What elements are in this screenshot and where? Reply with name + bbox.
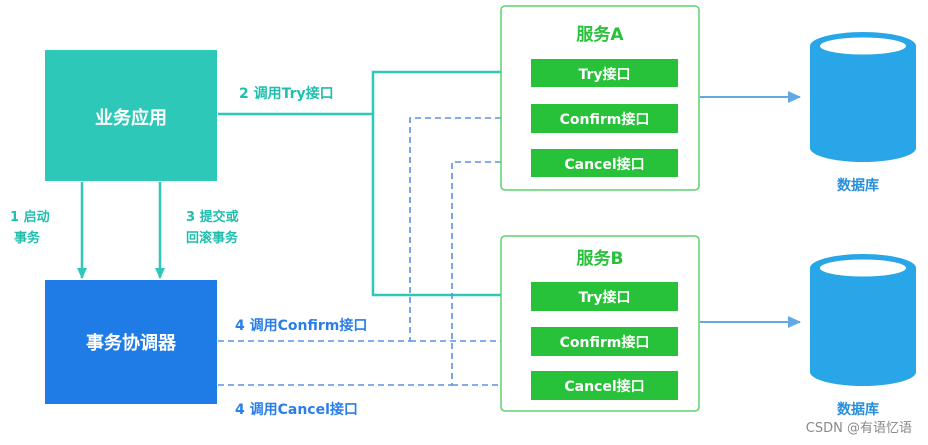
service-b-cancel-label: Cancel接口 (564, 378, 644, 395)
service-a-title: 服务A (576, 24, 624, 45)
service-b-title: 服务B (577, 248, 624, 269)
database-a-label: 数据库 (837, 177, 879, 194)
service-b-confirm-label: Confirm接口 (560, 334, 650, 351)
database-b-label: 数据库 (837, 401, 879, 418)
service-b-node: 服务B Try接口 Confirm接口 Cancel接口 (500, 235, 700, 412)
watermark: CSDN @有语忆语 (806, 420, 912, 436)
business-app-node: 业务应用 (45, 50, 217, 181)
business-app-label: 业务应用 (95, 107, 167, 129)
service-a-confirm-label: Confirm接口 (560, 111, 650, 128)
database-a-node: 数据库 (810, 32, 916, 194)
service-b-try-label: Try接口 (578, 289, 630, 306)
database-b-node: 数据库 (810, 254, 916, 418)
service-a-cancel-method: Cancel接口 (531, 149, 678, 177)
service-a-node: 服务A Try接口 Confirm接口 Cancel接口 (500, 5, 700, 191)
service-b-confirm-method: Confirm接口 (531, 327, 678, 356)
call-cancel-label: 4 调用Cancel接口 (235, 401, 358, 418)
service-a-try-label: Try接口 (578, 66, 630, 83)
database-icon (810, 254, 916, 386)
database-icon (810, 32, 916, 162)
service-a-try-method: Try接口 (531, 59, 678, 87)
coordinator-label: 事务协调器 (86, 332, 177, 354)
confirm-call-lines (218, 113, 529, 346)
commit-rollback-label-line1: 3 提交或 (186, 209, 239, 225)
start-transaction-label-line1: 1 启动 (10, 209, 50, 225)
commit-rollback-label-line2: 回滚事务 (186, 230, 239, 246)
service-a-confirm-method: Confirm接口 (531, 104, 678, 133)
service-b-try-method: Try接口 (531, 282, 678, 311)
coordinator-node: 事务协调器 (45, 280, 217, 404)
start-transaction-label-line2: 事务 (14, 230, 41, 246)
call-try-label: 2 调用Try接口 (239, 85, 334, 102)
try-call-lines (218, 67, 529, 300)
service-b-cancel-method: Cancel接口 (531, 371, 678, 400)
service-a-cancel-label: Cancel接口 (564, 156, 644, 173)
call-confirm-label: 4 调用Confirm接口 (235, 317, 367, 334)
